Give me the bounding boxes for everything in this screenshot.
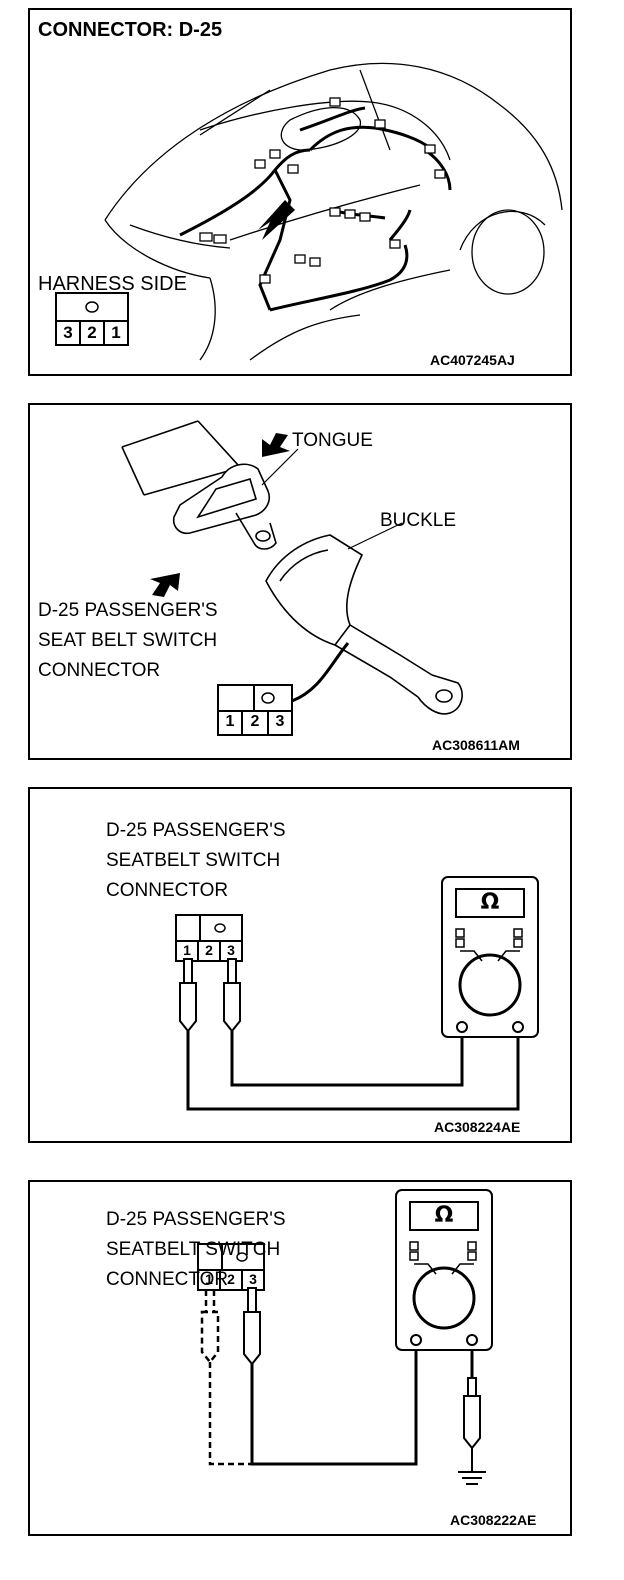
location-arrow-icon [258, 200, 295, 240]
pin-label-3: 3 [227, 942, 235, 958]
vehicle-harness-illustration [55, 62, 563, 361]
connector-label-line1: D-25 PASSENGER'S [106, 820, 286, 841]
connector-location-panel: CONNECTOR: D-25 HARNESS SIDE 3 2 1 AC407… [28, 8, 572, 376]
buckle-label: BUCKLE [380, 510, 457, 531]
seat-belt-illustration [121, 420, 463, 736]
figure-code: AC308224AE [434, 1119, 521, 1135]
connector-label-line2: SEATBELT SWITCH [106, 1239, 281, 1260]
pin-label-3: 3 [275, 713, 285, 730]
connector-label-line1: D-25 PASSENGER'S [106, 1209, 286, 1230]
ground-icon [458, 1448, 486, 1485]
connector-title: CONNECTOR: D-25 [38, 19, 223, 41]
connector-label-line1: D-25 PASSENGER'S [38, 600, 218, 621]
pin-label-3: 3 [63, 323, 73, 342]
pin-label-3: 3 [249, 1271, 257, 1287]
figure-code: AC308611AM [432, 737, 520, 753]
pin-label-2: 2 [87, 323, 97, 342]
pin-label-1: 1 [183, 942, 191, 958]
connector-label-line3: CONNECTOR [106, 1269, 229, 1290]
ohm-symbol-icon: Ω [480, 890, 500, 915]
ohmmeter-circuit-diagram [175, 876, 539, 1111]
push-arrow-icon [150, 573, 180, 597]
resistance-check-panel-1: D-25 PASSENGER'S SEATBELT SWITCH CONNECT… [28, 787, 572, 1143]
pin-label-2: 2 [205, 942, 213, 958]
harness-side-label: HARNESS SIDE [38, 273, 187, 295]
connector-label-line3: CONNECTOR [38, 660, 161, 681]
resistance-check-panel-2: D-25 PASSENGER'S SEATBELT SWITCH CONNECT… [28, 1180, 572, 1536]
pin-label-2: 2 [250, 713, 260, 730]
pin-label-1: 1 [111, 323, 121, 342]
figure-code: AC407245AJ [430, 352, 515, 368]
pin-label-1: 1 [205, 1271, 213, 1287]
connector-label-line2: SEAT BELT SWITCH [38, 630, 218, 651]
switch-connector-face [217, 684, 293, 736]
harness-connector-face [55, 292, 129, 346]
pin-label-1: 1 [225, 713, 235, 730]
connector-label-line3: CONNECTOR [106, 880, 229, 901]
ohm-symbol-icon: Ω [434, 1203, 454, 1228]
seat-belt-buckle-panel: TONGUE BUCKLE D-25 PASSENGER'S SEAT BELT… [28, 403, 572, 760]
ohmmeter [441, 876, 539, 1038]
pull-arrow-icon [262, 433, 290, 457]
connector-label-line2: SEATBELT SWITCH [106, 850, 281, 871]
pin-label-2: 2 [227, 1271, 235, 1287]
figure-code: AC308222AE [450, 1512, 537, 1528]
tongue-label: TONGUE [292, 430, 373, 451]
ohmmeter [395, 1189, 493, 1351]
ohmmeter-ground-diagram [197, 1189, 493, 1485]
